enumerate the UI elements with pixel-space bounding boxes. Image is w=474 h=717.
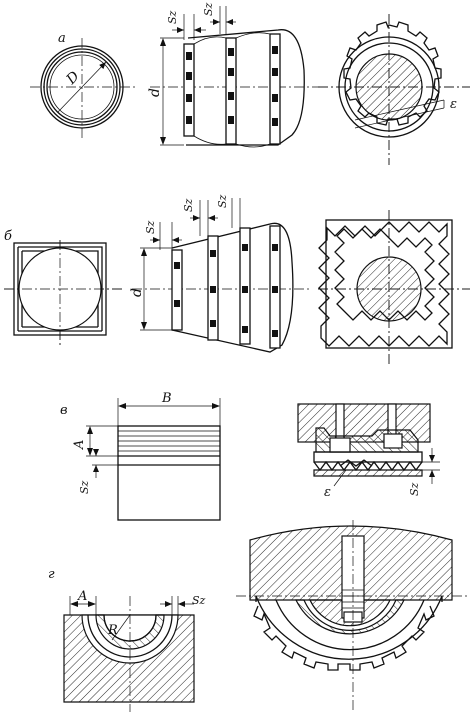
tool-b-side-view: d Sz Sz Sz xyxy=(129,194,310,353)
label-B: B xyxy=(161,391,172,406)
label-d-b: d xyxy=(129,288,145,297)
label-Sz-a1: Sz xyxy=(166,10,179,24)
row-g: г R A Sz xyxy=(48,520,470,712)
label-Sz-v1: Sz xyxy=(78,480,91,494)
row-a: а D xyxy=(30,2,470,165)
label-g: г xyxy=(48,567,55,582)
tool-a-side-view: d Sz Sz xyxy=(147,2,320,148)
label-Sz-b1: Sz xyxy=(144,220,157,234)
tool-b-front-view xyxy=(318,210,470,365)
label-b: б xyxy=(4,229,12,244)
tool-a-cross-section: D xyxy=(30,38,135,140)
flat-broach-side: B A Sz xyxy=(72,391,221,521)
label-A-v: A xyxy=(72,440,87,450)
flat-broach-section: ε Sz xyxy=(297,403,440,500)
label-Sz-a2: Sz xyxy=(202,2,215,16)
tool-a-front-view: ε xyxy=(318,14,470,165)
label-Sz-b2: Sz xyxy=(182,198,195,212)
label-Sz-v2: Sz xyxy=(408,482,421,496)
label-eps-a: ε xyxy=(450,97,457,112)
row-v: в B A xyxy=(60,391,440,521)
label-eps-v: ε xyxy=(324,485,331,500)
label-D: D xyxy=(63,68,83,88)
label-R: R xyxy=(107,623,118,638)
label-d-a: d xyxy=(147,88,163,97)
label-a: а xyxy=(58,31,66,46)
ring-broach-assembly xyxy=(236,520,470,712)
semicircle-broach-section: R A Sz xyxy=(63,589,206,712)
label-v: в xyxy=(60,403,68,418)
row-b: б xyxy=(4,194,470,365)
label-Sz-g: Sz xyxy=(192,594,206,607)
label-Sz-b3: Sz xyxy=(216,194,229,208)
label-A-g: A xyxy=(77,589,87,604)
tool-b-cross-section xyxy=(4,240,122,348)
